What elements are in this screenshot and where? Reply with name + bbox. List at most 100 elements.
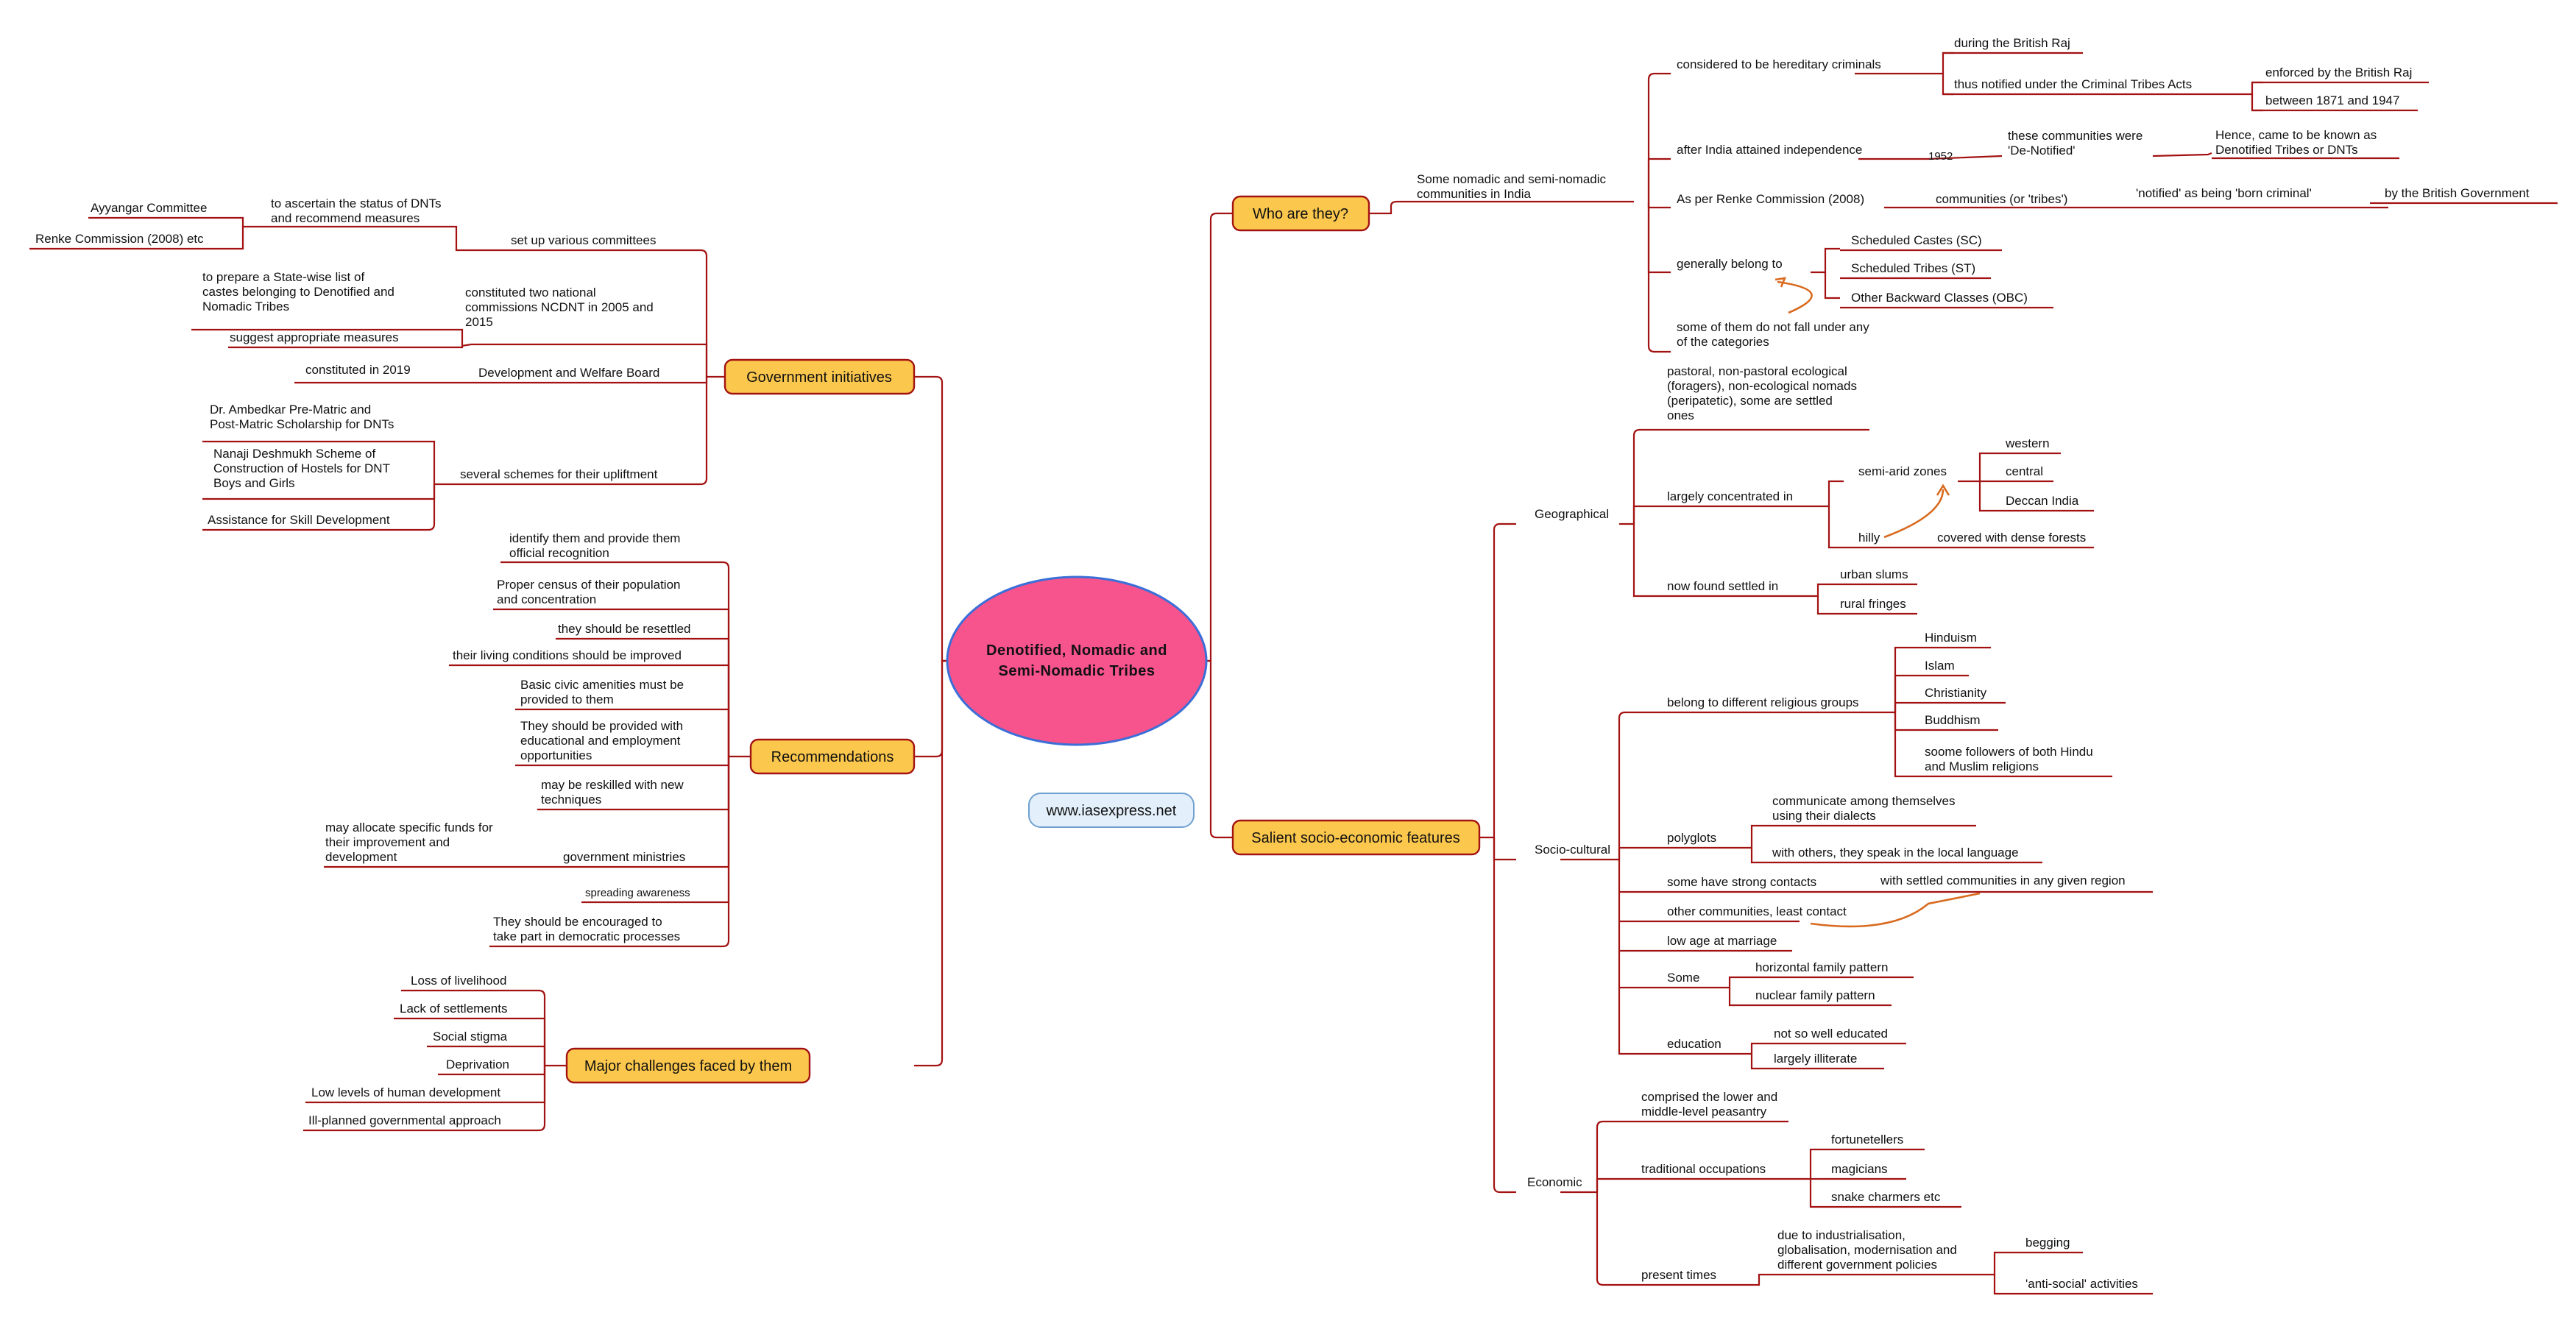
govt-renke-etc: Renke Commission (2008) etc <box>35 232 204 246</box>
geo-pastoral-line-4: ones <box>1667 408 1694 422</box>
who-raj: during the British Raj <box>1954 36 2070 50</box>
website-badge[interactable]: www.iasexpress.net <box>1028 793 1195 828</box>
govt-prepare-line-3: Nomadic Tribes <box>202 300 289 313</box>
recs-funds-line-2: their improvement and <box>325 835 450 849</box>
socio-branch: Socio-cultural belong to different relig… <box>1535 631 2126 1070</box>
eco-label: Economic <box>1527 1175 1582 1189</box>
govt-schemes: several schemes for their upliftment <box>460 467 658 481</box>
who-belong: generally belong to <box>1677 257 1783 271</box>
socio-not-educated: not so well educated <box>1774 1027 1888 1041</box>
govt-ncdnt-line-3: 2015 <box>465 315 493 329</box>
recs-branch: identify them and provide them official … <box>325 531 691 943</box>
who-born-criminal: 'notified' as being 'born criminal' <box>2136 186 2312 200</box>
who-root-line-2: communities in India <box>1417 187 1532 201</box>
socio-strong: some have strong contacts <box>1667 875 1816 889</box>
who-sc: Scheduled Castes (SC) <box>1851 233 1982 247</box>
central-topic-line-1: Denotified, Nomadic and <box>986 642 1167 659</box>
socio-hinduism: Hinduism <box>1925 631 1977 645</box>
who-denotified-line-2: 'De-Notified' <box>2008 144 2076 157</box>
socio-polyglots: polyglots <box>1667 831 1716 845</box>
socio-local-lang: with others, they speak in the local lan… <box>1772 846 2019 860</box>
govt-ncdnt-line-1: constituted two national <box>465 286 596 300</box>
central-topic-line-2: Semi-Nomadic Tribes <box>999 663 1156 679</box>
govt-nanaji-line-2: Construction of Hostels for DNT <box>213 461 390 475</box>
geo-settled: now found settled in <box>1667 579 1778 593</box>
recs-resettled: they should be resettled <box>558 622 691 636</box>
recs-educational-line-1: They should be provided with <box>520 719 683 733</box>
connectors <box>29 52 2388 1295</box>
socio-nuclear: nuclear family pattern <box>1755 988 1875 1002</box>
hub-govt[interactable]: Government initiatives <box>723 358 916 395</box>
recs-identify-line-2: official recognition <box>509 546 609 560</box>
eco-due-line-1: due to industrialisation, <box>1777 1228 1906 1242</box>
hub-recs[interactable]: Recommendations <box>749 738 916 775</box>
geo-concentrated: largely concentrated in <box>1667 489 1793 503</box>
socio-least: other communities, least contact <box>1667 904 1847 918</box>
hub-salient-label: Salient socio-economic features <box>1251 830 1459 846</box>
recs-reskilled-line-2: techniques <box>541 793 601 807</box>
eco-peasantry-line-1: comprised the lower and <box>1641 1090 1777 1104</box>
socio-marriage: low age at marriage <box>1667 934 1777 948</box>
socio-christianity: Christianity <box>1925 686 1987 700</box>
who-root-line-1: Some nomadic and semi-nomadic <box>1417 172 1607 186</box>
central-topic: Denotified, Nomadic and Semi-Nomadic Tri… <box>946 575 1208 746</box>
who-branch: Some nomadic and semi-nomadic communitie… <box>1417 36 2558 349</box>
who-not-fall-line-2: of the categories <box>1677 335 1769 349</box>
recs-civic-line-2: provided to them <box>520 692 614 706</box>
socio-some: Some <box>1667 971 1699 985</box>
geo-pastoral-line-3: (peripatetic), some are settled <box>1667 394 1833 408</box>
eco-present: present times <box>1641 1268 1716 1282</box>
who-hence-line-1: Hence, came to be known as <box>2215 128 2377 142</box>
who-not-fall-line-1: some of them do not fall under any <box>1677 320 1869 334</box>
govt-nanaji-line-3: Boys and Girls <box>213 476 295 490</box>
recs-funds-line-1: may allocate specific funds for <box>325 821 493 835</box>
hub-who[interactable]: Who are they? <box>1231 195 1370 232</box>
geo-pastoral-line-1: pastoral, non-pastoral ecological <box>1667 364 1847 378</box>
eco-fortune: fortunetellers <box>1831 1133 1903 1147</box>
geo-forests: covered with dense forests <box>1937 531 2086 545</box>
eco-magicians: magicians <box>1831 1162 1888 1176</box>
socio-religious: belong to different religious groups <box>1667 695 1859 709</box>
recs-census-line-2: and concentration <box>497 592 596 606</box>
recs-ministries: government ministries <box>563 850 685 864</box>
hub-challenges[interactable]: Major challenges faced by them <box>565 1047 811 1084</box>
central-topic-ellipse <box>946 575 1208 746</box>
recs-living: their living conditions should be improv… <box>453 648 682 662</box>
challenge-settlements: Lack of settlements <box>400 1002 507 1016</box>
recs-democratic-line-1: They should be encouraged to <box>493 915 662 929</box>
govt-prepare-line-1: to prepare a State-wise list of <box>202 270 364 284</box>
govt-prepare-line-2: castes belonging to Denotified and <box>202 285 394 299</box>
geo-label: Geographical <box>1535 507 1609 521</box>
socio-dialects-line-2: using their dialects <box>1772 809 1876 823</box>
eco-antisocial: 'anti-social' activities <box>2025 1277 2138 1291</box>
who-hence-line-2: Denotified Tribes or DNTs <box>2215 143 2358 157</box>
who-renke: As per Renke Commission (2008) <box>1677 192 1864 206</box>
hub-salient[interactable]: Salient socio-economic features <box>1231 819 1481 856</box>
govt-ncdnt-line-2: commissions NCDNT in 2005 and <box>465 300 654 314</box>
challenge-livelihood: Loss of livelihood <box>411 974 506 988</box>
who-st: Scheduled Tribes (ST) <box>1851 261 1975 275</box>
recs-educational-line-2: educational and employment <box>520 734 681 748</box>
eco-snake: snake charmers etc <box>1831 1190 1941 1204</box>
govt-ambedkar-line-2: Post-Matric Scholarship for DNTs <box>210 417 394 431</box>
recs-funds-line-3: development <box>325 850 397 864</box>
govt-ascertain-line-1: to ascertain the status of DNTs <box>271 196 442 210</box>
socio-illiterate: largely illiterate <box>1774 1052 1857 1066</box>
who-enforced: enforced by the British Raj <box>2265 65 2412 79</box>
website-url: www.iasexpress.net <box>1046 803 1177 819</box>
govt-ayyangar: Ayyangar Committee <box>91 201 207 215</box>
eco-peasantry-line-2: middle-level peasantry <box>1641 1105 1767 1119</box>
eco-branch: Economic comprised the lower and middle-… <box>1527 1090 2153 1295</box>
govt-suggest: suggest appropriate measures <box>230 330 399 344</box>
who-hereditary: considered to be hereditary criminals <box>1677 57 1881 71</box>
recs-civic-line-1: Basic civic amenities must be <box>520 678 684 692</box>
who-by-govt: by the British Government <box>2385 186 2530 200</box>
recs-democratic-line-2: take part in democratic processes <box>493 929 680 943</box>
socio-soome-line-1: soome followers of both Hindu <box>1925 745 2093 759</box>
hub-who-label: Who are they? <box>1253 206 1348 222</box>
who-notified: thus notified under the Criminal Tribes … <box>1954 77 2192 91</box>
govt-board: Development and Welfare Board <box>478 366 659 380</box>
recs-census-line-1: Proper census of their population <box>497 578 681 592</box>
recs-educational-line-3: opportunities <box>520 748 592 762</box>
